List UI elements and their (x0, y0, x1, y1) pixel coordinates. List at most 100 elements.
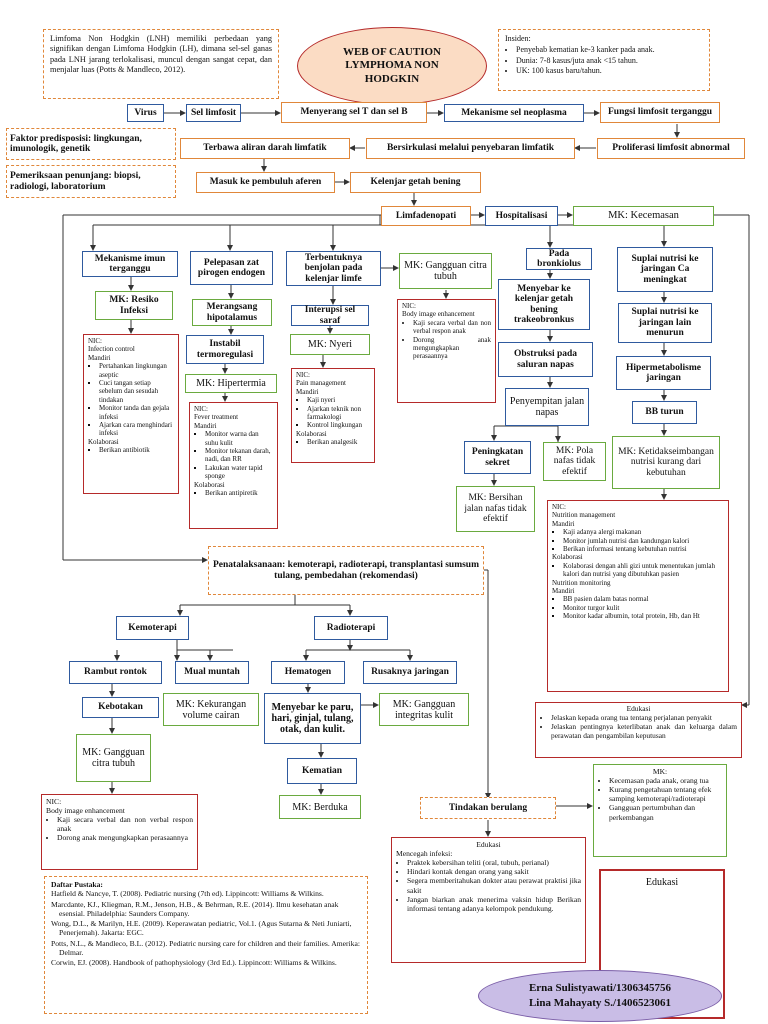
nic-item: Kaji nyeri (307, 396, 370, 404)
node-fungsi-terganggu: Fungsi limfosit terganggu (600, 102, 720, 123)
reference-item: Marcdante, KJ., Kliegman, R.M., Jenson, … (51, 899, 339, 918)
nic-item: Kaji secara verbal dan non verbal respon… (57, 815, 193, 833)
node-kebotakan: Kebotakan (82, 697, 159, 718)
nic-heading: NIC: (402, 302, 416, 310)
node-peningkatan-sekret: Peningkatan sekret (464, 441, 531, 474)
reference-item: Hatfield & Nancye, T. (2008). Pediatric … (51, 889, 324, 899)
nic-item: Ajarkan teknik non farmakologi (307, 405, 370, 422)
node-tindakan-berulang: Tindakan berulang (420, 797, 556, 819)
references-title: Daftar Pustaka: (51, 880, 103, 889)
node-mekanisme-neoplasma: Mekanisme sel neoplasma (444, 104, 584, 122)
nic-kolaborasi: Kolaborasi (194, 480, 225, 489)
nic-infection-control: NIC: Infection control Mandiri Pertahank… (83, 334, 179, 494)
nic-body-image-top: NIC: Body image enhancement Kaji secara … (397, 299, 496, 403)
mk-bersihan-jalan-nafas: MK: Bersihan jalan nafas tidak efektif (456, 486, 535, 532)
insiden-item: Penyebab kematian ke-3 kanker pada anak. (516, 45, 703, 56)
page-title: WEB OF CAUTION LYMPHOMA NON HODGKIN (343, 46, 441, 85)
mk-pola-nafas: MK: Pola nafas tidak efektif (543, 442, 606, 481)
node-menyebar-kgb: Menyebar ke kelenjar getah bening trakeo… (498, 279, 590, 330)
mk-hipertermia: MK: Hipertermia (185, 374, 277, 393)
nic-item: Pertahankan lingkungan aseptic (99, 362, 174, 379)
edukasi-item: Segera memberitahukan dokter atau perawa… (407, 876, 581, 894)
node-limfadenopati: Limfadenopati (381, 206, 471, 226)
node-hipermetabolisme: Hipermetabolisme jaringan (616, 356, 711, 390)
nic-heading: NIC: (552, 503, 566, 511)
nic-item: Berikan antibiotik (99, 446, 174, 454)
nic-fever-treatment: NIC: Fever treatment Mandiri Monitor war… (189, 402, 278, 529)
node-proliferasi: Proliferasi limfosit abnormal (597, 138, 745, 159)
mk-ketidakseimbangan-nutrisi: MK: Ketidakseimbangan nutrisi kurang dar… (612, 436, 720, 489)
nic-title: Infection control (88, 345, 135, 354)
nic-item: Monitor jumlah nutrisi dan kandungan kal… (563, 537, 724, 545)
title-oval: WEB OF CAUTION LYMPHOMA NON HODGKIN (297, 27, 487, 105)
node-masuk-aferen: Masuk ke pembuluh aferen (196, 172, 335, 193)
edukasi-item: Hindari kontak dengan orang yang sakit (407, 867, 581, 876)
edukasi-empty-title: Edukasi (645, 877, 679, 888)
nic-item: Monitor tanda dan gejala infeksi (99, 404, 174, 421)
factor-predisposisi: Faktor predisposisi: lingkungan, imunolo… (6, 128, 176, 160)
node-penatalaksanaan: Penatalaksanaan: kemoterapi, radioterapi… (208, 546, 484, 595)
mk-bottom-item: Kecemasan pada anak, orang tua (609, 776, 722, 785)
nic-item: Monitor warna dan suhu kulit (205, 430, 273, 447)
insiden-item: UK: 100 kasus baru/tahun. (516, 66, 703, 77)
nic-item: Cuci tangan setiap sebelum dan sesudah t… (99, 379, 174, 404)
node-radioterapi: Radioterapi (314, 616, 388, 640)
reference-item: Wong, D.L., & Marilyn, H.E. (2009). Kepe… (51, 919, 352, 938)
authors-oval: Erna Sulistyawati/1306345756 Lina Mahaya… (478, 970, 722, 1022)
mk-bottom-box: MK: Kecemasan pada anak, orang tua Kuran… (593, 764, 727, 857)
factor-penunjang: Pemeriksaan penunjang: biopsi, radiologi… (6, 165, 176, 198)
nic-item: Monitor kadar albumin, total protein, Hb… (563, 612, 724, 620)
references-box: Daftar Pustaka: Hatfield & Nancye, T. (2… (44, 876, 368, 1014)
author-name: Erna Sulistyawati/1306345756 (528, 982, 672, 995)
node-sel-limfosit: Sel limfosit (186, 104, 241, 122)
edukasi-title: Edukasi (476, 840, 501, 849)
nic-item: Ajarkan cara menghindari infeksi (99, 421, 174, 438)
author-name: Lina Mahayaty S./1406523061 (528, 997, 672, 1009)
nic-item: Kaji adanya alergi makanan (563, 528, 724, 536)
insiden-item: Dunia: 7-8 kasus/juta anak <15 tahun. (516, 56, 703, 67)
nic-heading: NIC: (296, 371, 310, 379)
node-hematogen: Hematogen (271, 661, 345, 684)
edukasi-item: Jelaskan pentingnya keterlibatan anak da… (551, 722, 737, 741)
node-terbentuknya: Terbentuknya benjolan pada kelenjar limf… (286, 251, 381, 286)
reference-item: Corwin, EJ. (2008). Handbook of pathophy… (51, 958, 337, 967)
mk-kecemasan: MK: Kecemasan (573, 206, 714, 226)
nic-pain-management: NIC: Pain management Mandiri Kaji nyeri … (291, 368, 375, 463)
edukasi-item: Praktek kebersihan teliti (oral, tubuh, … (407, 858, 581, 867)
nic-heading: NIC: (88, 337, 102, 345)
nic-item: Kaji secara verbal dan non verbal respon… (413, 319, 491, 336)
node-bb-turun: BB turun (632, 401, 697, 424)
node-terbawa: Terbawa aliran darah limfatik (180, 138, 350, 159)
nic-item: Kolaborasi dengan ahli gizi untuk menent… (563, 562, 724, 579)
insiden-heading: Insiden: (505, 34, 531, 43)
node-rambut-rontok: Rambut rontok (69, 661, 162, 684)
node-suplai-menurun: Suplai nutrisi ke jaringan lain menurun (618, 303, 712, 343)
nic-title: Pain management (296, 379, 346, 388)
nic-nutrition-management: NIC: Nutrition management Mandiri Kaji a… (547, 500, 729, 692)
node-menyerang: Menyerang sel T dan sel B (281, 102, 427, 123)
node-kemoterapi: Kemoterapi (116, 616, 189, 640)
nic-kolaborasi: Kolaborasi (88, 437, 119, 446)
mk-gangguan-integritas-kulit: MK: Gangguan integritas kulit (379, 693, 469, 726)
node-rusaknya-jaringan: Rusaknya jaringan (363, 661, 457, 684)
nic-mandiri: Mandiri (552, 519, 575, 528)
mk-bottom-item: Gangguan pertumbuhan dan perkembangan (609, 803, 722, 821)
edukasi-right: Edukasi Jelaskan kepada orang tua tentan… (535, 702, 742, 758)
node-mekanisme-imun: Mekanisme imun terganggu (82, 251, 178, 277)
nic-mandiri: Mandiri (296, 387, 319, 396)
nic-heading: NIC: (46, 797, 62, 806)
nic-kolaborasi: Kolaborasi (296, 429, 327, 438)
nic-item: Dorong anak mengungkapkan perasaannya (413, 336, 491, 361)
edukasi-sub: Mencegah infeksi: (396, 849, 453, 859)
node-pada-bronkiolus: Pada bronkiolus (526, 248, 592, 270)
nic-item: Lakukan water tapid sponge (205, 464, 273, 481)
nic-body-image-bottom: NIC: Body image enhancement Kaji secara … (41, 794, 198, 870)
nic-mandiri: Mandiri (88, 353, 111, 362)
reference-item: Potts, N.L., & Mandleco, B.L. (2012). Pe… (51, 938, 360, 957)
intro-text: Limfoma Non Hodgkin (LNH) memiliki perbe… (43, 29, 279, 99)
edukasi-title: Edukasi (626, 704, 651, 713)
node-suplai-meningkat: Suplai nutrisi ke jaringan Ca meningkat (617, 247, 713, 292)
nic-item: Kontrol lingkungan (307, 421, 370, 429)
nic-mandiri: Mandiri (552, 586, 575, 595)
node-mual-muntah: Mual muntah (175, 661, 249, 684)
